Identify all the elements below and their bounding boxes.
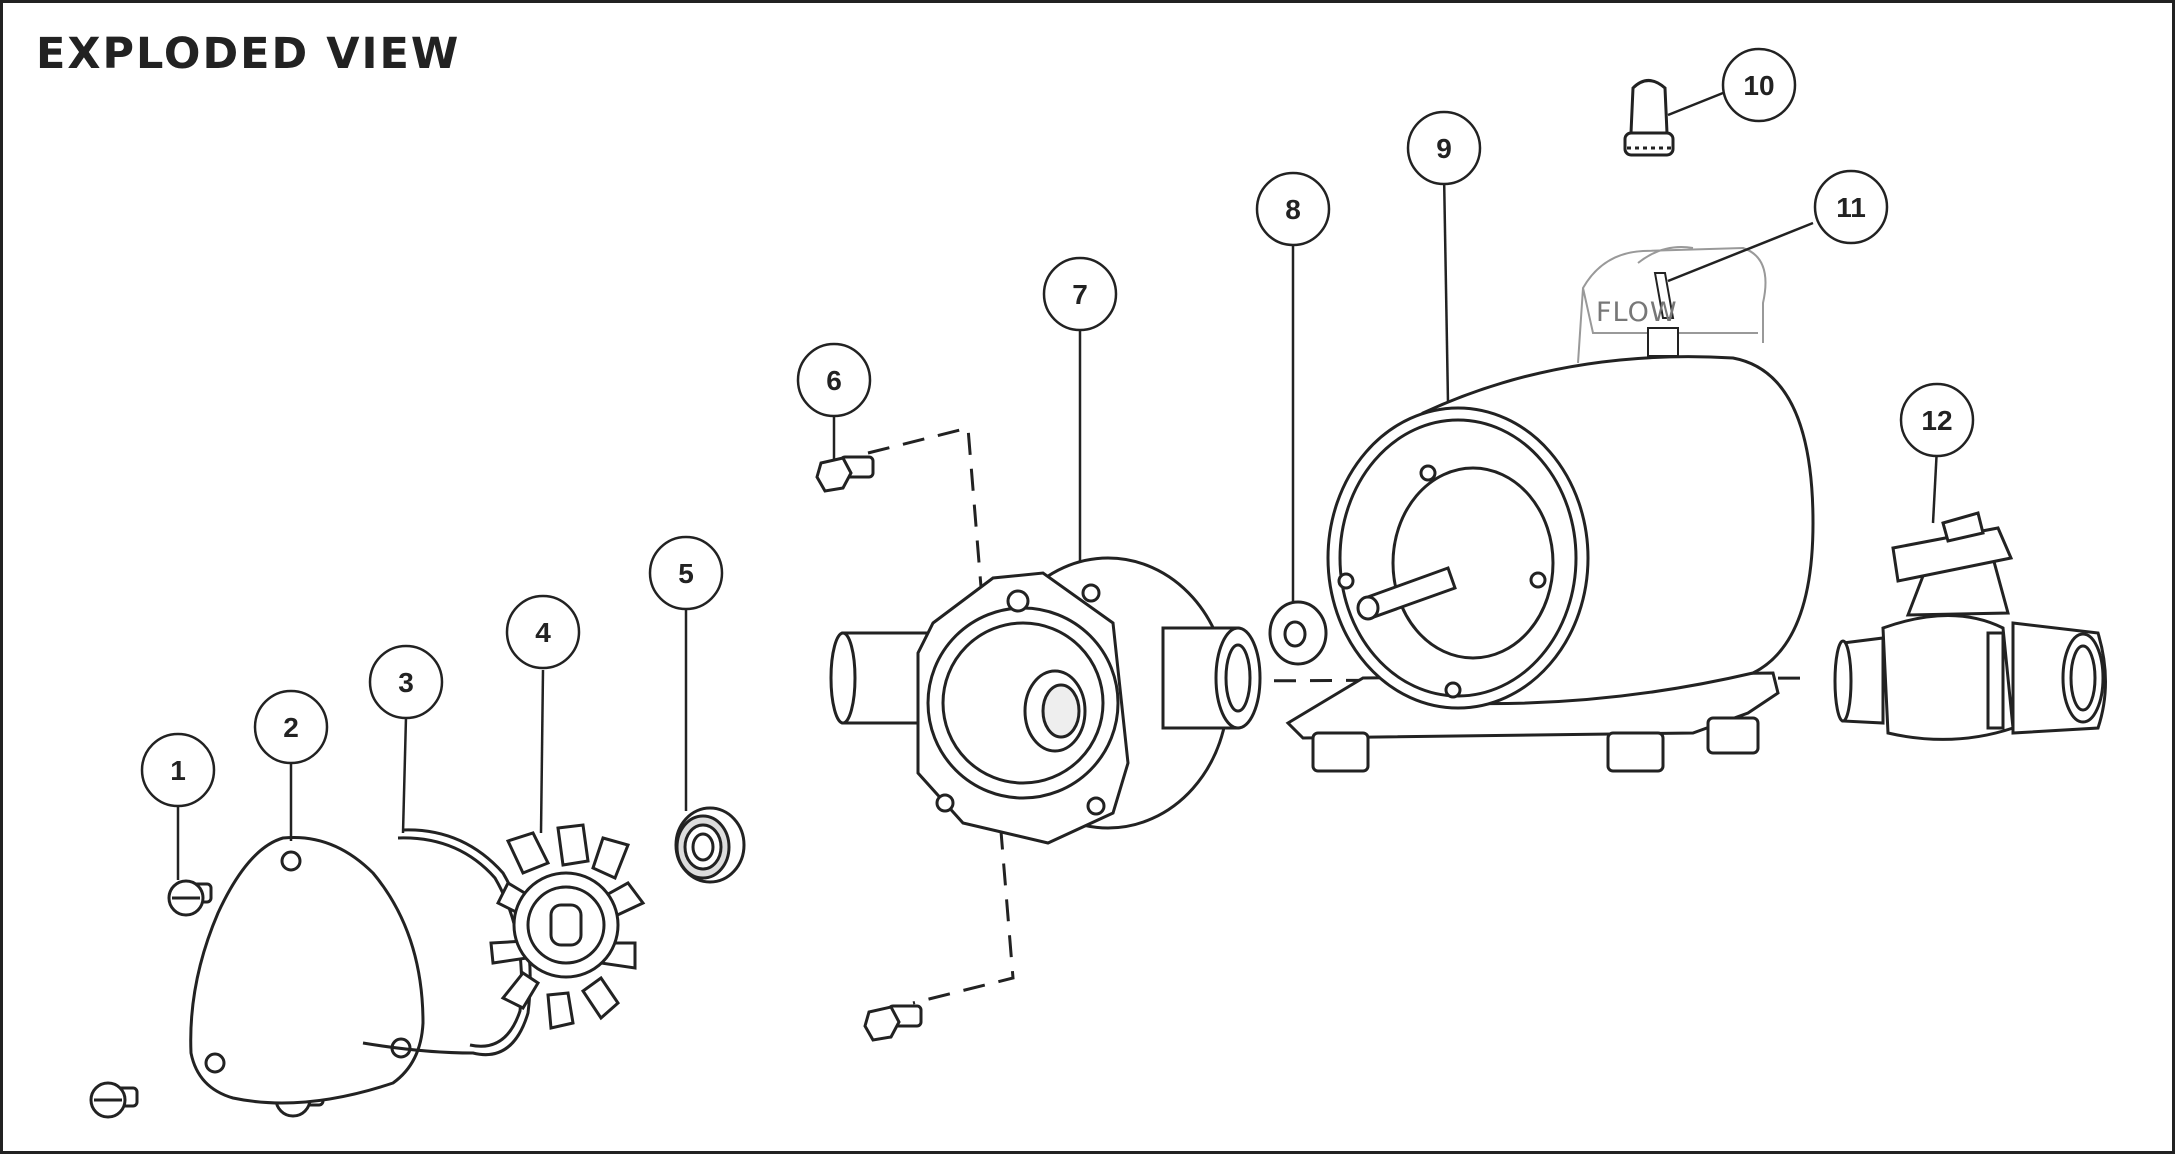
callout-circle [796,342,872,418]
callout-number: 1 [170,755,186,786]
part-6-bolt-upper [815,455,875,493]
callout-number: 7 [1072,279,1088,310]
page-title: EXPLODED VIEW [36,29,461,79]
callout-circle [648,535,724,611]
part-5-bearing [674,806,746,884]
exploded-view-diagram: FLOW [89,47,2107,1119]
callout-9: 9 [1406,110,1482,186]
callout-number: 12 [1921,405,1952,436]
callout-number: 3 [398,667,414,698]
callout-12: 12 [1899,382,1975,458]
callout-7: 7 [1042,256,1118,332]
callout-circle [368,644,444,720]
callout-circle [1721,47,1797,123]
callout-number: 8 [1285,194,1301,225]
part-9-motor [1285,355,1815,773]
callout-10: 10 [1721,47,1797,123]
callout-number: 6 [826,365,842,396]
part-7-pump-body [829,556,1262,845]
callout-5: 5 [648,535,724,611]
callout-number: 4 [535,617,551,648]
callout-1: 1 [140,732,216,808]
callout-circle [1899,382,1975,458]
callout-circle [1813,169,1889,245]
callout-11: 11 [1813,169,1889,245]
part-2-cover-plate [189,835,425,1105]
part-11-switch-housing [1577,246,1767,364]
callout-circle [140,732,216,808]
part-6-bolt-lower [863,1004,923,1042]
part-12-valve-fitting [1833,511,2107,741]
callout-3: 3 [368,644,444,720]
callout-8: 8 [1255,171,1331,247]
callout-number: 5 [678,558,694,589]
callout-number: 2 [283,712,299,743]
flow-label: FLOW [1596,297,1678,328]
callout-number: 11 [1836,192,1866,223]
callout-number: 9 [1436,133,1452,164]
part-1-screw [167,879,213,917]
callout-number: 10 [1743,70,1774,101]
callout-2: 2 [253,689,329,765]
callout-circle [1255,171,1331,247]
callout-6: 6 [796,342,872,418]
callout-4: 4 [505,594,581,670]
part-1-screw-lower-left [89,1081,139,1119]
callout-leader-lines [176,91,1939,880]
callout-circle [1406,110,1482,186]
callout-circle [253,689,329,765]
part-10-switch-boot [1623,79,1675,157]
part-4-impeller [489,823,646,1030]
part-8-washer [1268,600,1328,666]
callout-circle [505,594,581,670]
callout-circle [1042,256,1118,332]
